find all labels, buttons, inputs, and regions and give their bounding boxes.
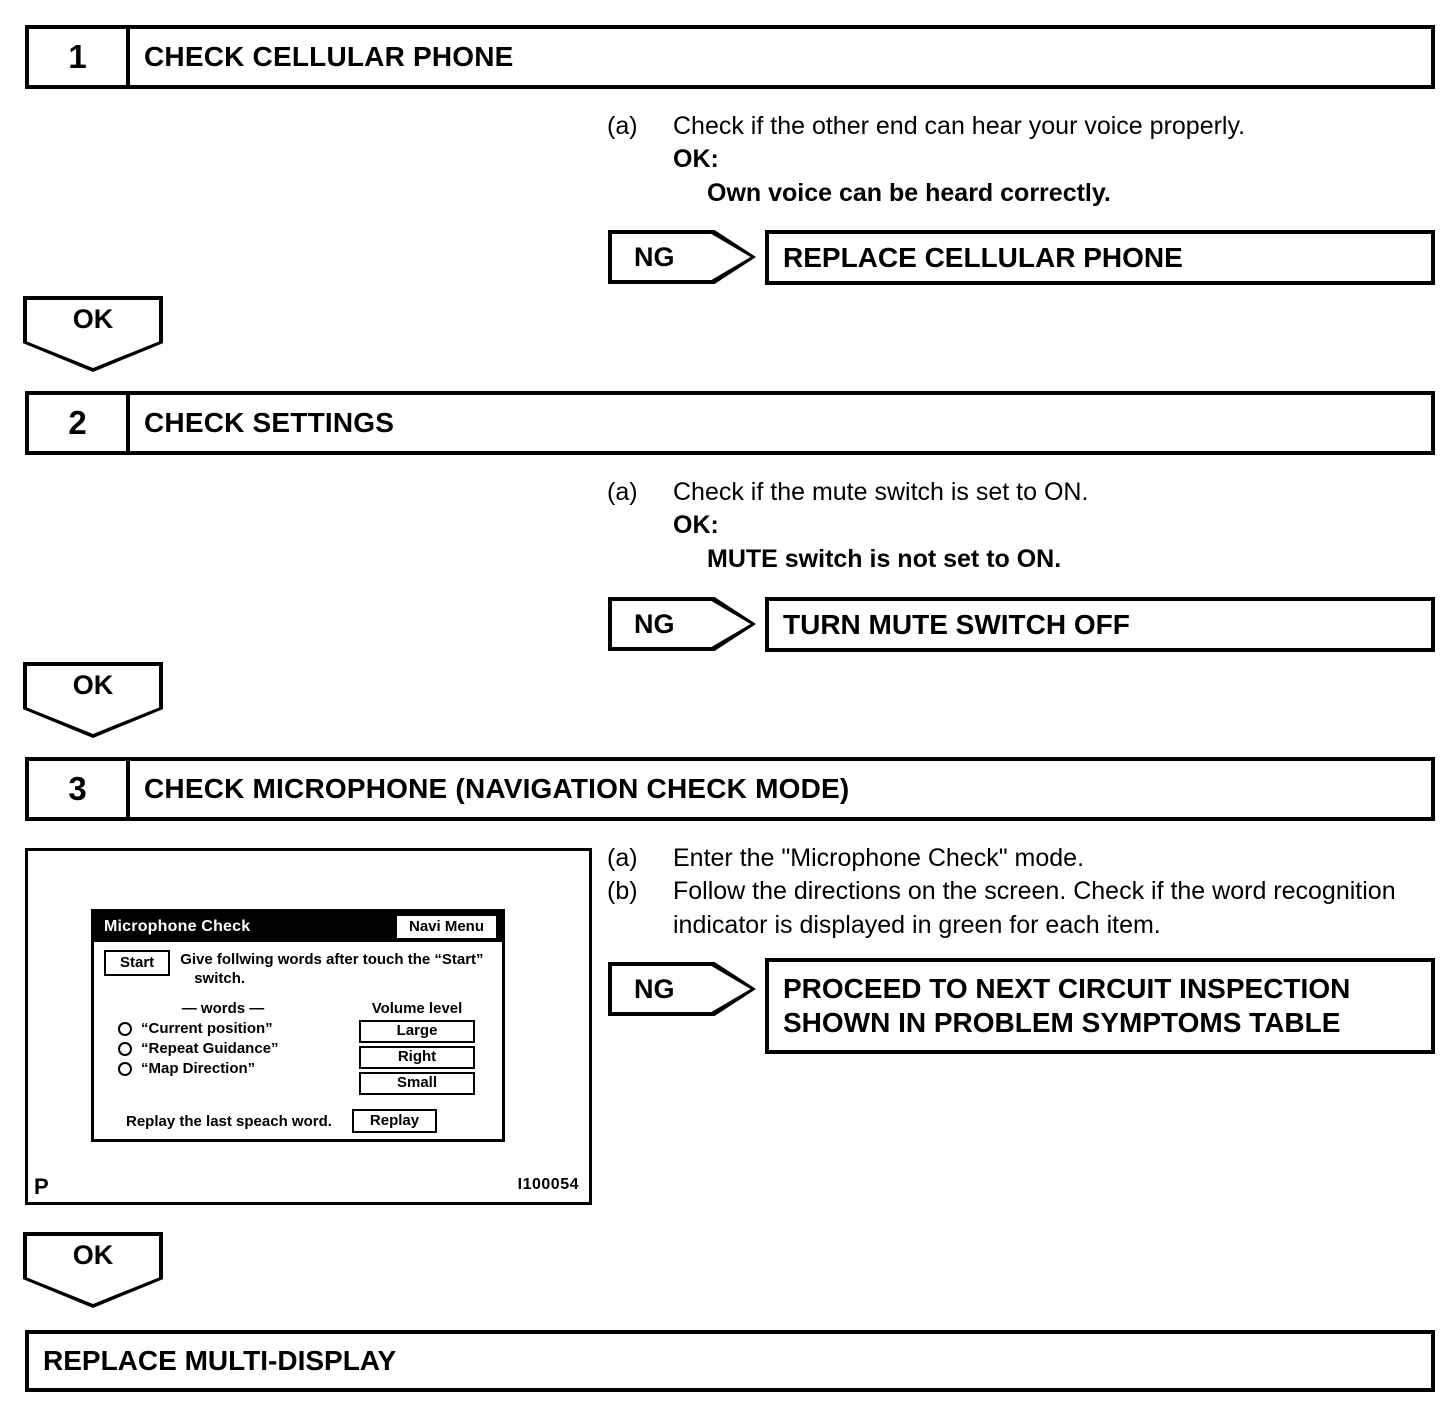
- illustration-caption-left: P: [34, 1174, 49, 1199]
- step-3-text-a: Enter the "Microphone Check" mode.: [673, 844, 1085, 872]
- step-1-marker-a: (a): [607, 112, 638, 140]
- word-indicator-icon: [118, 1041, 132, 1056]
- start-instruction-row: Start Give follwing words after touch th…: [104, 950, 492, 988]
- final-action-box: REPLACE MULTI-DISPLAY: [25, 1330, 1435, 1392]
- nav-screen-title: Microphone Check: [104, 918, 251, 935]
- step-1-ok-label: OK:: [673, 145, 719, 174]
- navigation-screen-mock: Microphone Check Navi Menu Start Give fo…: [91, 909, 505, 1142]
- step-1-instructions: (a) Check if the other end can hear your…: [607, 110, 1435, 210]
- step-1-ng-action-box: REPLACE CELLULAR PHONE: [765, 230, 1435, 285]
- nav-screen-titlebar: Microphone Check Navi Menu: [94, 912, 502, 942]
- step-2-number: 2: [29, 395, 130, 451]
- step-3-instruction-b: (b) Follow the directions on the screen.…: [607, 875, 1435, 942]
- step-1-ng-flag: NG: [608, 230, 756, 284]
- volume-right-button[interactable]: Right: [359, 1046, 475, 1069]
- illustration-figure-number: I100054: [517, 1176, 579, 1193]
- check-columns: — words — “Current position” “Repeat Gui…: [104, 1000, 492, 1095]
- navi-menu-button[interactable]: Navi Menu: [396, 916, 496, 938]
- word-label: “Repeat Guidance”: [141, 1040, 279, 1058]
- step-3-ng-label: NG: [634, 973, 675, 1004]
- step-2-ok-value: MUTE switch is not set to ON.: [707, 544, 1062, 573]
- step-1-header: 1 CHECK CELLULAR PHONE: [25, 25, 1435, 89]
- word-list-item[interactable]: “Current position”: [104, 1020, 342, 1037]
- step-3-ng-flag: NG: [608, 962, 756, 1016]
- word-list-item[interactable]: “Map Direction”: [104, 1060, 342, 1077]
- word-indicator-icon: [118, 1061, 132, 1076]
- volume-column: Volume level Large Right Small: [342, 1000, 492, 1095]
- step-3-ok-flag: OK: [23, 1232, 163, 1308]
- step-1-title: CHECK CELLULAR PHONE: [144, 41, 514, 72]
- step-3-ng-action-box: PROCEED TO NEXT CIRCUIT INSPECTION SHOWN…: [765, 958, 1435, 1054]
- word-label: “Current position”: [141, 1020, 273, 1038]
- words-heading: — words —: [181, 1000, 265, 1018]
- word-list-item[interactable]: “Repeat Guidance”: [104, 1040, 342, 1057]
- step-2-header: 2 CHECK SETTINGS: [25, 391, 1435, 455]
- step-2-instructions: (a) Check if the mute switch is set to O…: [607, 476, 1435, 576]
- step-3-marker-a: (a): [607, 844, 638, 872]
- replay-label: Replay the last speach word.: [126, 1112, 332, 1130]
- nav-screen-body: Start Give follwing words after touch th…: [94, 942, 502, 1134]
- step-1-number: 1: [29, 29, 130, 85]
- step-1-ok-flag: OK: [23, 296, 163, 372]
- step-3-instructions: (a) Enter the "Microphone Check" mode. (…: [607, 842, 1435, 942]
- step-3-instruction-a: (a) Enter the "Microphone Check" mode.: [607, 842, 1435, 875]
- step-3-ng-action-line2: SHOWN IN PROBLEM SYMPTOMS TABLE: [783, 1007, 1341, 1038]
- step-3-marker-b: (b): [607, 877, 638, 906]
- step-2-ok-label: OK:: [673, 511, 719, 540]
- step-2-ng-label: NG: [634, 608, 675, 639]
- step-2-instruction-a: (a) Check if the mute switch is set to O…: [607, 476, 1435, 509]
- start-button[interactable]: Start: [104, 950, 171, 976]
- word-label: “Map Direction”: [141, 1060, 256, 1078]
- step-1-ng-action-text: REPLACE CELLULAR PHONE: [783, 241, 1183, 273]
- final-action-text: REPLACE MULTI-DISPLAY: [43, 1345, 397, 1376]
- step-2-marker-a: (a): [607, 478, 638, 506]
- step-1-ok-flag-label: OK: [72, 304, 114, 334]
- step-2-ok-flag-label: OK: [72, 670, 114, 700]
- step-3-ng-action-line1: PROCEED TO NEXT CIRCUIT INSPECTION: [783, 972, 1351, 1004]
- step-2-ng-flag: NG: [608, 597, 756, 651]
- step-3-number: 3: [29, 761, 130, 817]
- step-1-ng-label: NG: [634, 241, 675, 272]
- illustration-frame: Microphone Check Navi Menu Start Give fo…: [25, 848, 592, 1205]
- step-3-header: 3 CHECK MICROPHONE (NAVIGATION CHECK MOD…: [25, 757, 1435, 821]
- volume-heading: Volume level: [371, 1000, 463, 1018]
- step-1-text-a: Check if the other end can hear your voi…: [673, 112, 1246, 140]
- step-1-ok-value: Own voice can be heard correctly.: [707, 178, 1111, 207]
- step-3-title: CHECK MICROPHONE (NAVIGATION CHECK MODE): [144, 773, 850, 804]
- start-description: Give follwing words after touch the “Sta…: [180, 950, 492, 988]
- volume-small-button[interactable]: Small: [359, 1071, 475, 1095]
- step-2-ok-flag: OK: [23, 662, 163, 738]
- words-column: — words — “Current position” “Repeat Gui…: [104, 1000, 342, 1094]
- replay-button[interactable]: Replay: [351, 1108, 438, 1134]
- step-3-text-b: Follow the directions on the screen. Che…: [673, 877, 1396, 939]
- step-3-ok-flag-label: OK: [72, 1240, 114, 1270]
- step-2-ng-action-box: TURN MUTE SWITCH OFF: [765, 597, 1435, 652]
- step-2-ng-action-text: TURN MUTE SWITCH OFF: [783, 608, 1130, 640]
- step-1-instruction-a: (a) Check if the other end can hear your…: [607, 110, 1435, 143]
- start-description-line1: Give follwing words after touch the “Sta…: [180, 951, 484, 968]
- step-2-text-a: Check if the mute switch is set to ON.: [673, 478, 1089, 506]
- word-indicator-icon: [118, 1021, 132, 1036]
- replay-row: Replay the last speach word. Replay: [104, 1108, 492, 1134]
- start-description-line2: switch.: [194, 970, 246, 988]
- step-2-title: CHECK SETTINGS: [144, 407, 395, 438]
- volume-large-button[interactable]: Large: [359, 1020, 475, 1044]
